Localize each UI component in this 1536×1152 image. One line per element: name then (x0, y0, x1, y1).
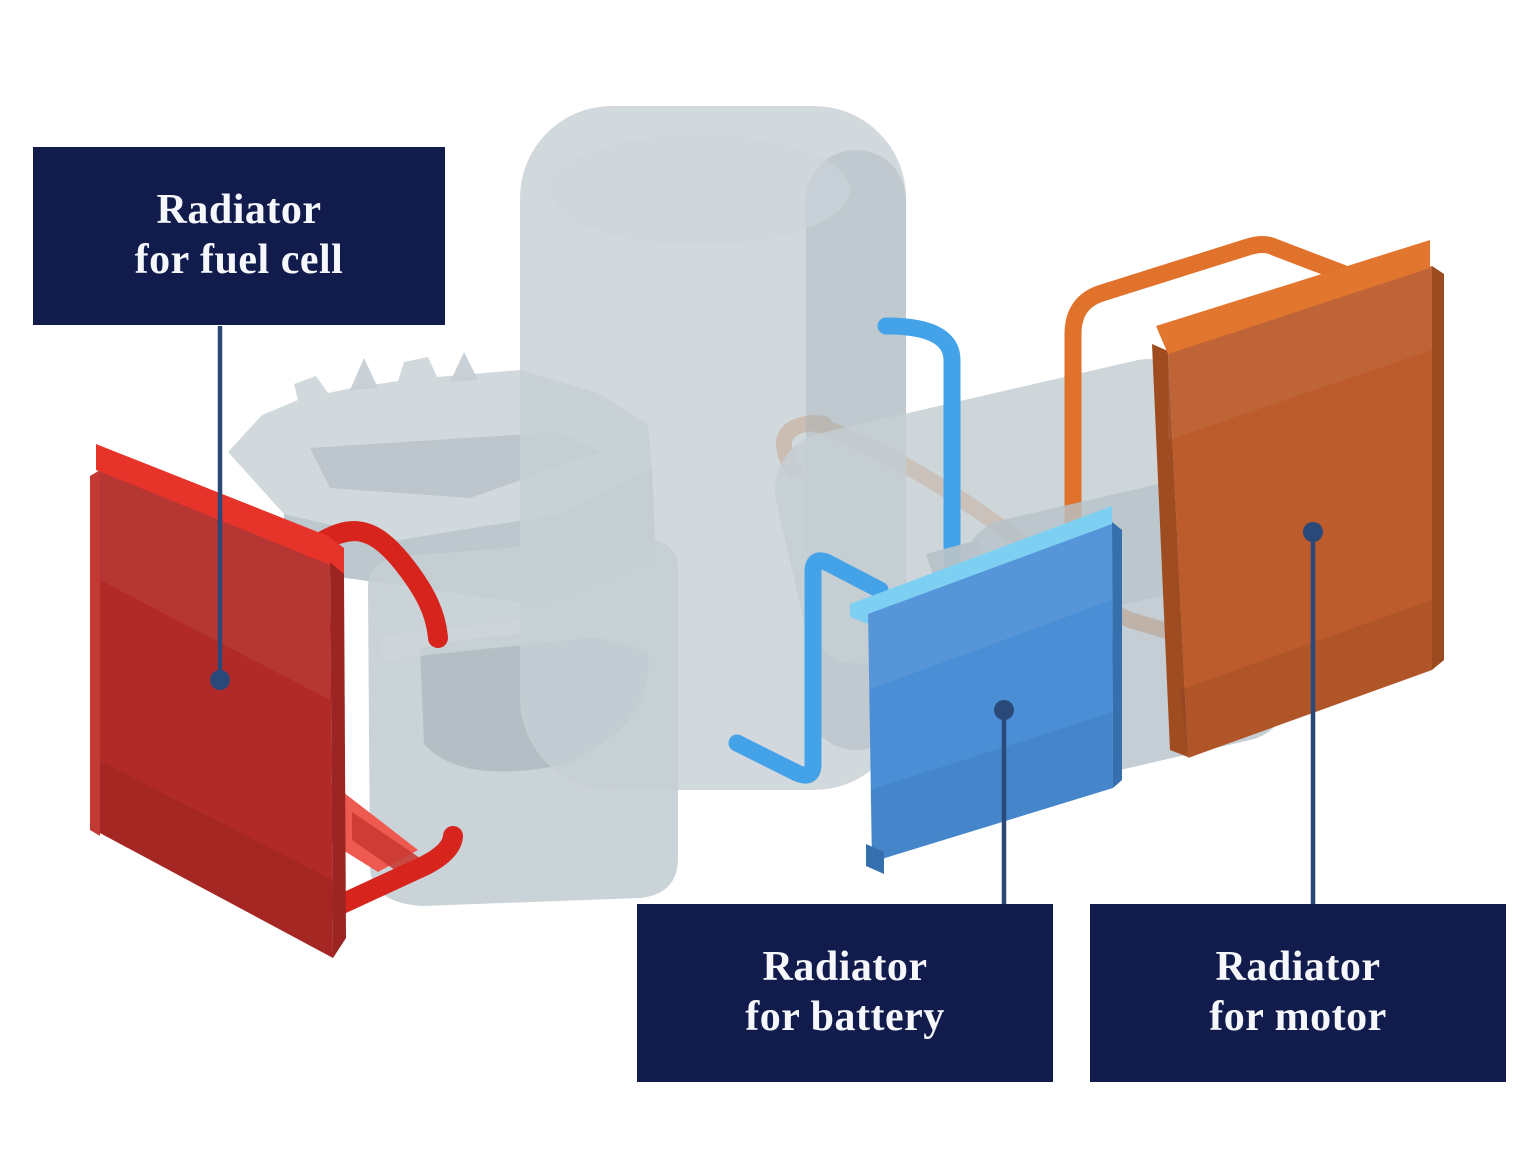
callout-line: Radiator (156, 187, 322, 234)
leader-dot-fuel-cell (210, 670, 230, 690)
callout-radiator-fuel-cell: Radiator for fuel cell (33, 147, 445, 325)
callout-line: for battery (745, 994, 945, 1040)
pipe-bracket (926, 540, 985, 575)
callout-line: for motor (1209, 994, 1387, 1040)
red-radiator-face (98, 468, 333, 958)
fuel-cell-pipe-lower (310, 826, 463, 924)
leader-dot-motor (1303, 522, 1323, 542)
radiator-fuel-cell-graphic (90, 444, 463, 958)
orange-radiator-top-edge (1156, 240, 1430, 354)
blue-radiator-face (868, 522, 1113, 862)
callout-radiator-motor: Radiator for motor (1090, 904, 1506, 1082)
callout-line: Radiator (762, 944, 928, 991)
radiator-motor-graphic (1152, 240, 1444, 758)
callout-line: for fuel cell (134, 237, 344, 283)
callout-line: Radiator (1215, 944, 1381, 991)
orange-radiator-face (1168, 266, 1432, 758)
blue-radiator-top-edge (850, 506, 1112, 624)
radiator-battery-graphic (850, 506, 1122, 874)
fuel-cell-pipe-upper (302, 521, 448, 648)
leader-lines (210, 326, 1323, 905)
red-radiator-fin (90, 470, 100, 836)
battery-coolant-pipes (728, 317, 961, 784)
leader-dot-battery (994, 700, 1014, 720)
orange-radiator-fin (1152, 344, 1188, 757)
callout-radiator-battery: Radiator for battery (637, 904, 1053, 1082)
